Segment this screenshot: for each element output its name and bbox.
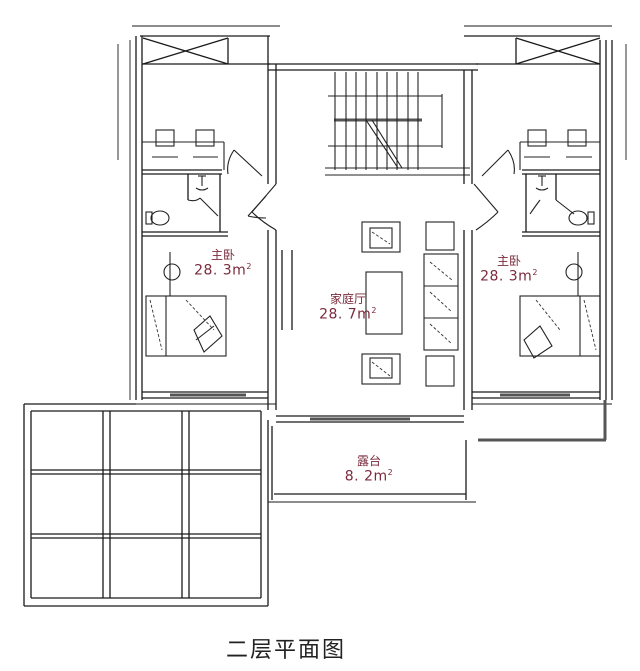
- toilet-icon: [145, 210, 170, 226]
- hall-door-icon: [251, 183, 499, 231]
- room-name: 家庭厅: [329, 292, 366, 306]
- room-label-master-bedroom-left: 主卧 28. 3m2: [188, 248, 258, 280]
- room-area: 28. 3m2: [194, 262, 252, 280]
- room-name: 主卧: [496, 254, 521, 268]
- room-name: 露台: [356, 454, 381, 468]
- bed-icon: [145, 295, 227, 357]
- left-wing: [117, 25, 280, 410]
- desk-chairs-icon: [142, 129, 225, 170]
- room-label-master-bedroom-right: 主卧 28. 3m2: [474, 254, 544, 286]
- door-swing-icon: [187, 149, 267, 219]
- staircase-icon: [325, 72, 470, 176]
- door-swing-icon: [481, 149, 575, 215]
- room-label-terrace: 露台 8. 2m2: [334, 454, 404, 486]
- balcony-void-x-icon: [515, 37, 601, 65]
- room-area: 28. 3m2: [480, 268, 538, 286]
- center-hall: [251, 63, 499, 423]
- bed-icon: [519, 295, 601, 359]
- balcony-void-x-icon: [142, 37, 229, 65]
- right-wing: [464, 25, 627, 442]
- room-name: 主卧: [210, 248, 235, 262]
- room-area: 28. 7m2: [319, 306, 377, 324]
- sofa-set-icon: [361, 221, 459, 387]
- wardrobe-icon: [565, 252, 583, 296]
- toilet-icon: [568, 210, 595, 226]
- drawing-title: 二层平面图: [226, 638, 347, 663]
- pergola-grid: [23, 403, 269, 607]
- terrace: [268, 426, 476, 503]
- sink-icon: [535, 175, 549, 191]
- room-area: 8. 2m2: [344, 468, 394, 486]
- desk-chairs-icon: [519, 129, 600, 170]
- room-label-family-hall: 家庭厅 28. 7m2: [312, 292, 384, 324]
- wardrobe-icon: [163, 252, 181, 296]
- sink-icon: [195, 175, 209, 191]
